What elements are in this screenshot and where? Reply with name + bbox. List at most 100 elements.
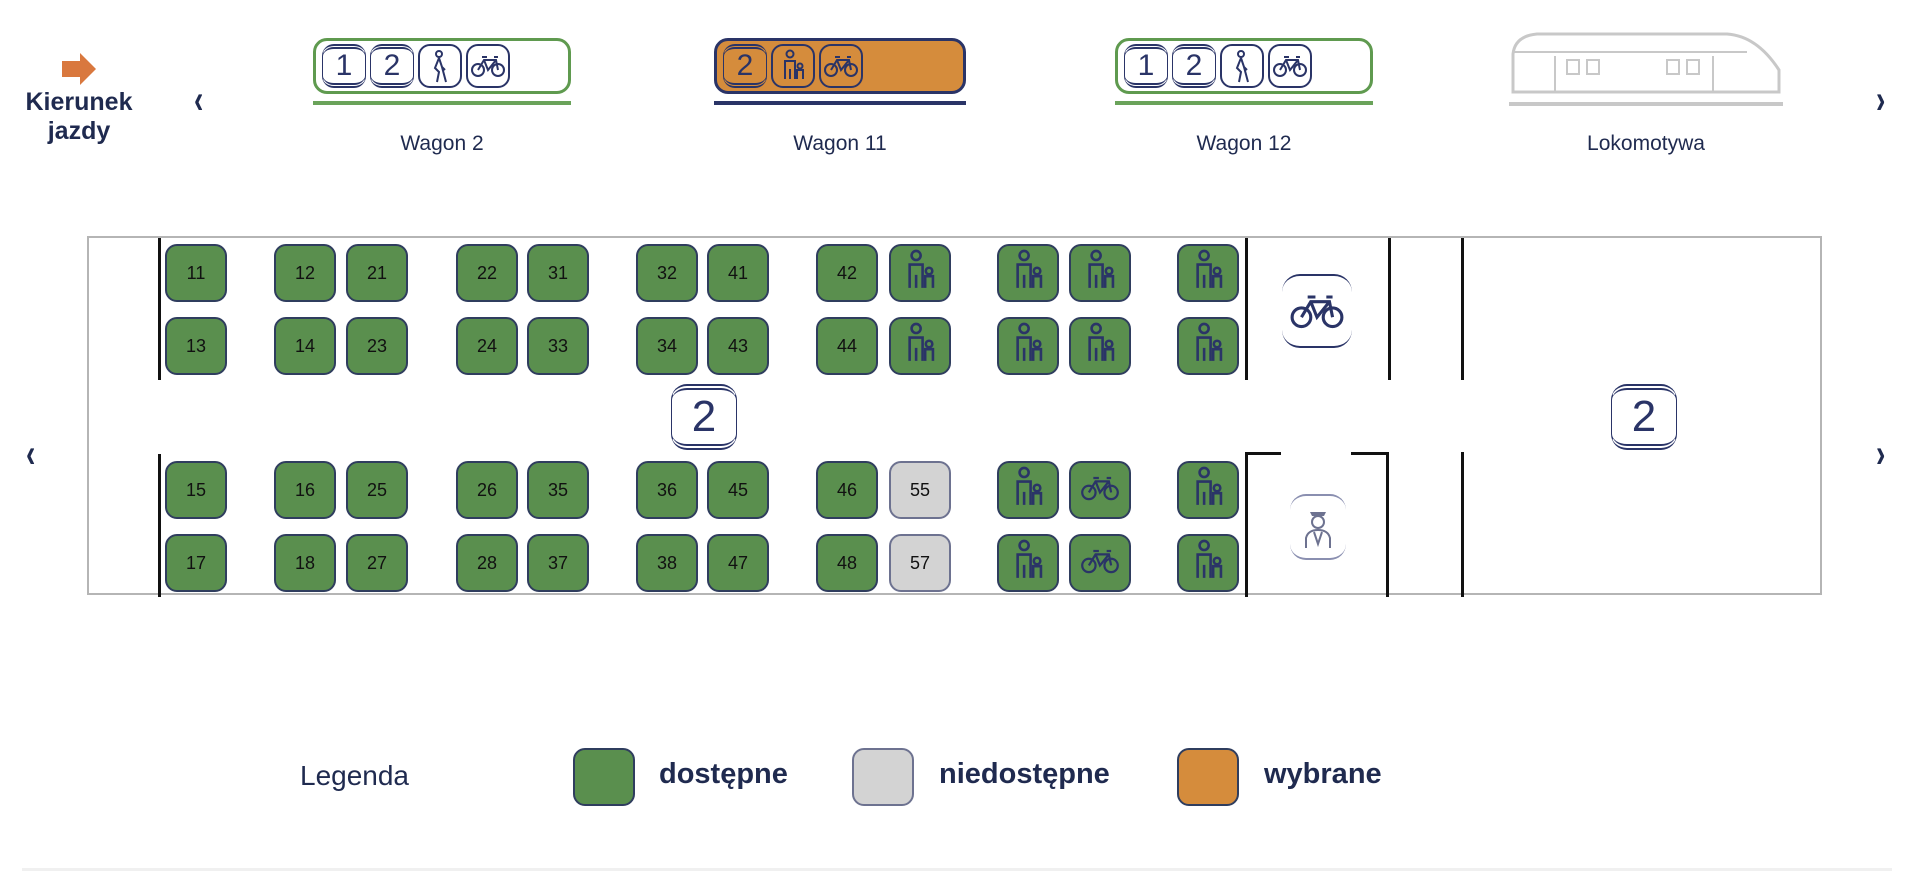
seat-number: 37	[547, 552, 569, 573]
seat-17[interactable]: 17	[161, 531, 227, 599]
wall	[1351, 452, 1389, 455]
seat-family[interactable]	[993, 314, 1059, 382]
seat-family[interactable]	[1173, 531, 1239, 599]
seat-number: 55	[909, 479, 931, 500]
seat-27[interactable]: 27	[342, 531, 408, 599]
seat-44[interactable]: 44	[812, 314, 878, 382]
seat-55: 55	[885, 458, 951, 526]
seat-24[interactable]: 24	[452, 314, 518, 382]
wall	[158, 238, 161, 380]
wagons-prev-button[interactable]: ‹	[193, 78, 204, 122]
direction-arrow-icon	[62, 53, 96, 85]
bike-area-icon	[1282, 274, 1352, 348]
class-2-icon: 2	[671, 384, 737, 450]
seat-family[interactable]	[1065, 241, 1131, 309]
seat-25[interactable]: 25	[342, 458, 408, 526]
seat-family[interactable]	[993, 531, 1059, 599]
locomotive-label: Lokomotywa	[1587, 132, 1705, 155]
seat-36[interactable]: 36	[632, 458, 698, 526]
wall	[1388, 238, 1391, 380]
seat-number: 45	[727, 479, 749, 500]
wagon-11-tab[interactable]: 2 Wagon 11	[714, 38, 966, 155]
seat-45[interactable]: 45	[703, 458, 769, 526]
seat-38[interactable]: 38	[632, 531, 698, 599]
divider	[22, 868, 1892, 871]
seat-number: 47	[727, 552, 749, 573]
seat-21[interactable]: 21	[342, 241, 408, 309]
wall	[1386, 452, 1389, 597]
seat-number: 43	[727, 335, 749, 356]
seat-number: 38	[656, 552, 678, 573]
seat-12[interactable]: 12	[270, 241, 336, 309]
seat-33[interactable]: 33	[523, 314, 589, 382]
seat-family[interactable]	[993, 241, 1059, 309]
seat-32[interactable]: 32	[632, 241, 698, 309]
seat-number: 18	[294, 552, 316, 573]
seat-number: 14	[294, 335, 316, 356]
seat-34[interactable]: 34	[632, 314, 698, 382]
seat-47[interactable]: 47	[703, 531, 769, 599]
bike-icon	[1268, 44, 1312, 88]
seat-number: 16	[294, 479, 316, 500]
wagon-2-label: Wagon 2	[400, 132, 484, 155]
seat-23[interactable]: 23	[342, 314, 408, 382]
family-icon	[1188, 322, 1228, 371]
seat-11[interactable]: 11	[161, 241, 227, 309]
seat-35[interactable]: 35	[523, 458, 589, 526]
seat-number: 21	[366, 262, 388, 283]
wagons-next-button[interactable]: ›	[1875, 78, 1886, 122]
seat-family[interactable]	[885, 241, 951, 309]
seat-28[interactable]: 28	[452, 531, 518, 599]
seat-family[interactable]	[993, 458, 1059, 526]
seat-bike[interactable]	[1065, 531, 1131, 599]
seat-48[interactable]: 48	[812, 531, 878, 599]
seat-number: 36	[656, 479, 678, 500]
seat-family[interactable]	[1065, 314, 1131, 382]
locomotive-tab[interactable]: Lokomotywa	[1507, 30, 1785, 155]
seat-42[interactable]: 42	[812, 241, 878, 309]
wagon-2-tab[interactable]: 1 2 Wagon 2	[313, 38, 571, 155]
seat-number: 44	[836, 335, 858, 356]
seat-26[interactable]: 26	[452, 458, 518, 526]
family-icon	[1080, 322, 1120, 371]
locomotive-icon	[1509, 32, 1783, 106]
seat-13[interactable]: 13	[161, 314, 227, 382]
car-next-button[interactable]: ›	[1875, 432, 1886, 476]
seat-31[interactable]: 31	[523, 241, 589, 309]
wagon-11-underline	[714, 101, 966, 105]
class-2-icon: 2	[723, 44, 767, 88]
family-icon	[1188, 466, 1228, 515]
seat-number: 34	[656, 335, 678, 356]
direction-label: Kierunek jazdy	[25, 88, 133, 145]
seat-family[interactable]	[885, 314, 951, 382]
seat-18[interactable]: 18	[270, 531, 336, 599]
wall	[1245, 238, 1248, 380]
legend-selected-label: wybrane	[1264, 758, 1382, 790]
wagon-2-card: 1 2	[313, 38, 571, 94]
seat-family[interactable]	[1173, 241, 1239, 309]
seat-43[interactable]: 43	[703, 314, 769, 382]
seat-number: 31	[547, 262, 569, 283]
seat-number: 25	[366, 479, 388, 500]
seat-22[interactable]: 22	[452, 241, 518, 309]
seat-15[interactable]: 15	[161, 458, 227, 526]
seat-14[interactable]: 14	[270, 314, 336, 382]
seat-number: 42	[836, 262, 858, 283]
seat-number: 23	[366, 335, 388, 356]
wagon-12-tab[interactable]: 1 2 Wagon 12	[1115, 38, 1373, 155]
seat-37[interactable]: 37	[523, 531, 589, 599]
seat-41[interactable]: 41	[703, 241, 769, 309]
seat-bike[interactable]	[1065, 458, 1131, 526]
family-icon	[900, 322, 940, 371]
disabled-person-icon	[418, 44, 462, 88]
seat-family[interactable]	[1173, 458, 1239, 526]
seat-family[interactable]	[1173, 314, 1239, 382]
seat-16[interactable]: 16	[270, 458, 336, 526]
bike-icon	[466, 44, 510, 88]
class-1-icon: 1	[1124, 44, 1168, 88]
legend-unavailable-label: niedostępne	[939, 758, 1110, 790]
wall	[1245, 452, 1248, 597]
car-prev-button[interactable]: ‹	[25, 432, 36, 476]
seat-46[interactable]: 46	[812, 458, 878, 526]
family-icon	[1188, 249, 1228, 298]
